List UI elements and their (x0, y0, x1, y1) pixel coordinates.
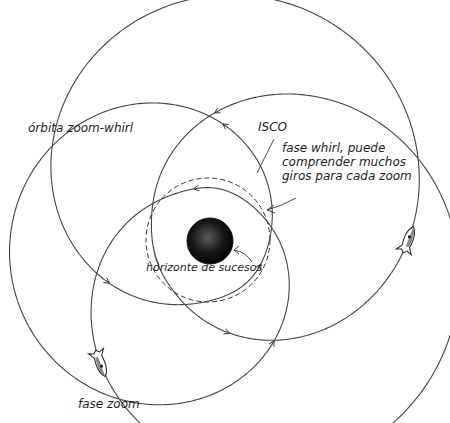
direction-arrow (269, 341, 274, 347)
direction-arrow (224, 329, 230, 334)
direction-arrow (103, 278, 109, 283)
orbit-path (10, 0, 450, 423)
annotation-label: horizonte de sucesos (146, 262, 286, 275)
isco-leader (257, 139, 274, 173)
isco-circle (146, 178, 270, 302)
annotation-label: fase zoom (78, 398, 198, 412)
annotation-label: ISCO (258, 121, 318, 135)
rocket-ship (396, 224, 421, 256)
horizon-leader-head (234, 246, 239, 254)
annotation-label: órbita zoom-whirl (28, 122, 168, 136)
annotation-label: fase whirl, puede comprender muchos giro… (282, 142, 434, 183)
black-hole (187, 218, 233, 264)
rocket-ship (88, 347, 113, 379)
direction-arrows (103, 108, 274, 347)
whirl-leader (267, 198, 296, 210)
whirl-leader-head (267, 205, 275, 213)
direction-arrow (215, 108, 221, 113)
direction-arrow (194, 185, 200, 191)
direction-arrow (223, 124, 229, 129)
